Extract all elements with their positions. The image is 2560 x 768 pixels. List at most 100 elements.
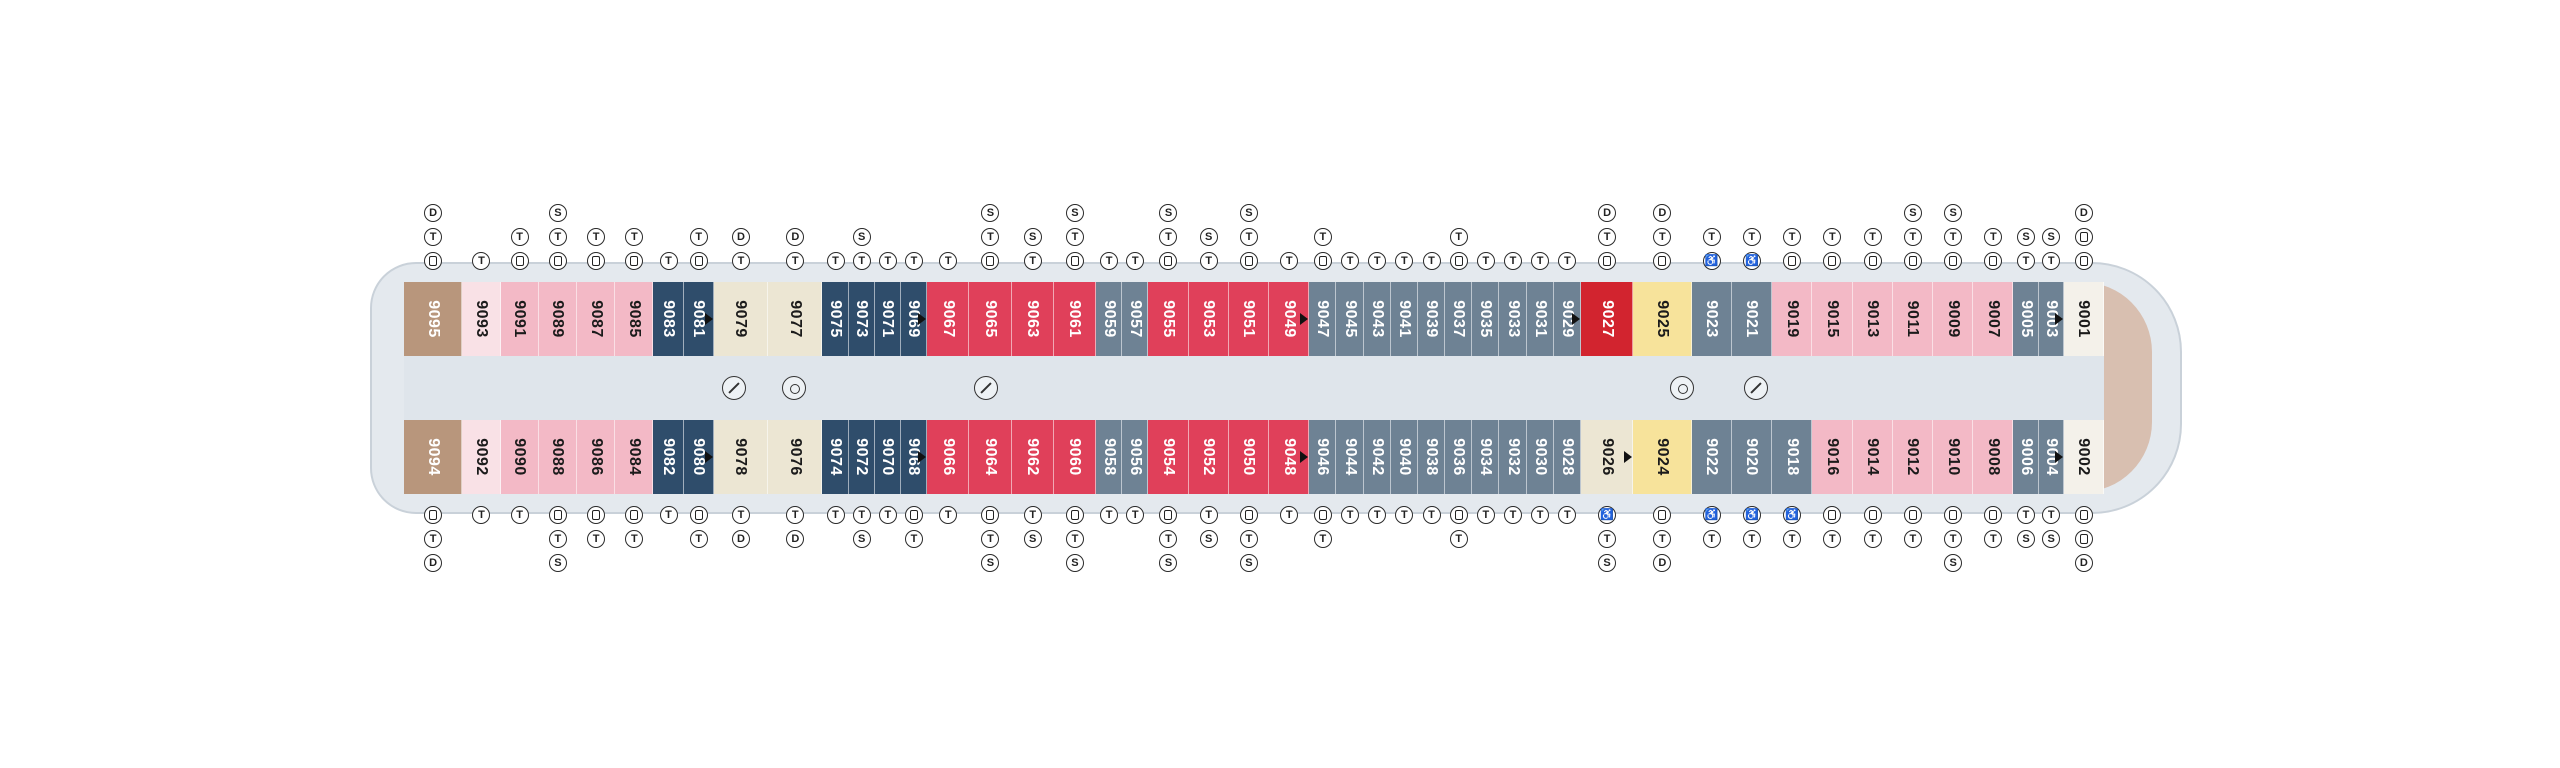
cabin-9070[interactable]: 9070: [874, 420, 901, 494]
cabin-9052[interactable]: 9052: [1188, 420, 1229, 494]
accessible-icon: ♿: [1702, 252, 1721, 270]
cabin-number: 9095: [424, 300, 442, 338]
cabin-9029[interactable]: 9029: [1553, 282, 1581, 356]
cabin-9047[interactable]: 9047: [1309, 282, 1337, 356]
cabin-9064[interactable]: 9064: [969, 420, 1012, 494]
cabin-9077[interactable]: 9077: [768, 282, 823, 356]
cabin-9034[interactable]: 9034: [1472, 420, 1500, 494]
cabin-9093[interactable]: 9093: [462, 282, 501, 356]
cabin-9060[interactable]: 9060: [1053, 420, 1097, 494]
cabin-9001[interactable]: 9001: [2063, 282, 2104, 356]
cabin-9022[interactable]: 9022: [1691, 420, 1732, 494]
entrance-arrow-icon: [704, 313, 713, 325]
cabin-9046[interactable]: 9046: [1309, 420, 1337, 494]
cabin-9074[interactable]: 9074: [822, 420, 849, 494]
cabin-9087[interactable]: 9087: [577, 282, 616, 356]
twin-bed-icon: T: [1280, 506, 1299, 524]
cabin-9010[interactable]: 9010: [1932, 420, 1974, 494]
cabin-9031[interactable]: 9031: [1526, 282, 1554, 356]
twin-bed-icon: T: [1476, 252, 1495, 270]
cabin-9044[interactable]: 9044: [1336, 420, 1364, 494]
cabin-9040[interactable]: 9040: [1390, 420, 1418, 494]
twin-bed-icon: T: [1504, 252, 1523, 270]
cabin-number: 9075: [827, 300, 845, 338]
cabin-9032[interactable]: 9032: [1499, 420, 1527, 494]
cabin-9028[interactable]: 9028: [1553, 420, 1581, 494]
cabin-9007[interactable]: 9007: [1973, 282, 2014, 356]
cabin-9078[interactable]: 9078: [713, 420, 769, 494]
cabin-9065[interactable]: 9065: [969, 282, 1012, 356]
cabin-9035[interactable]: 9035: [1472, 282, 1500, 356]
cabin-9045[interactable]: 9045: [1336, 282, 1364, 356]
cabin-9013[interactable]: 9013: [1852, 282, 1893, 356]
cabin-9021[interactable]: 9021: [1731, 282, 1773, 356]
cabin-9066[interactable]: 9066: [927, 420, 970, 494]
cabin-9050[interactable]: 9050: [1228, 420, 1270, 494]
cabin-9086[interactable]: 9086: [577, 420, 616, 494]
cabin-9038[interactable]: 9038: [1417, 420, 1446, 494]
cabin-9075[interactable]: 9075: [822, 282, 849, 356]
cabin-9014[interactable]: 9014: [1852, 420, 1893, 494]
cabin-9039[interactable]: 9039: [1417, 282, 1446, 356]
cabin-9083[interactable]: 9083: [653, 282, 684, 356]
cabin-9089[interactable]: 9089: [538, 282, 577, 356]
cabin-9042[interactable]: 9042: [1363, 420, 1391, 494]
cabin-9019[interactable]: 9019: [1772, 282, 1813, 356]
cabin-9041[interactable]: 9041: [1390, 282, 1418, 356]
cabin-9024[interactable]: 9024: [1633, 420, 1692, 494]
cabin-9061[interactable]: 9061: [1053, 282, 1097, 356]
cabin-9030[interactable]: 9030: [1526, 420, 1554, 494]
cabin-9082[interactable]: 9082: [653, 420, 684, 494]
cabin-9057[interactable]: 9057: [1122, 282, 1149, 356]
cabin-9054[interactable]: 9054: [1148, 420, 1189, 494]
cabin-9018[interactable]: 9018: [1772, 420, 1813, 494]
cabin-9002[interactable]: 9002: [2063, 420, 2104, 494]
cabin-9027[interactable]: 9027: [1580, 282, 1634, 356]
cabin-9072[interactable]: 9072: [848, 420, 875, 494]
shower-icon: [1903, 252, 1922, 270]
cabin-9048[interactable]: 9048: [1269, 420, 1310, 494]
cabin-9067[interactable]: 9067: [927, 282, 970, 356]
cabin-9091[interactable]: 9091: [500, 282, 539, 356]
cabin-9059[interactable]: 9059: [1096, 282, 1123, 356]
cabin-9058[interactable]: 9058: [1096, 420, 1123, 494]
cabin-9005[interactable]: 9005: [2013, 282, 2039, 356]
cabin-9008[interactable]: 9008: [1973, 420, 2014, 494]
cabin-9063[interactable]: 9063: [1011, 282, 1054, 356]
twin-bed-icon: T: [1239, 530, 1258, 548]
cabin-9079[interactable]: 9079: [713, 282, 769, 356]
cabin-9084[interactable]: 9084: [615, 420, 654, 494]
cabin-9037[interactable]: 9037: [1445, 282, 1473, 356]
cabin-9011[interactable]: 9011: [1892, 282, 1933, 356]
cabin-9071[interactable]: 9071: [874, 282, 901, 356]
central-corridor: [404, 356, 2104, 420]
cabin-9073[interactable]: 9073: [848, 282, 875, 356]
cabin-9020[interactable]: 9020: [1731, 420, 1773, 494]
cabin-9088[interactable]: 9088: [538, 420, 577, 494]
twin-bed-icon: T: [852, 252, 871, 270]
cabin-9092[interactable]: 9092: [462, 420, 501, 494]
cabin-9025[interactable]: 9025: [1633, 282, 1692, 356]
cabin-9051[interactable]: 9051: [1228, 282, 1270, 356]
twin-bed-icon: T: [1984, 530, 2003, 548]
cabin-9055[interactable]: 9055: [1148, 282, 1189, 356]
cabin-9036[interactable]: 9036: [1445, 420, 1473, 494]
cabin-9015[interactable]: 9015: [1812, 282, 1853, 356]
cabin-9085[interactable]: 9085: [615, 282, 654, 356]
cabin-9043[interactable]: 9043: [1363, 282, 1391, 356]
cabin-9062[interactable]: 9062: [1011, 420, 1054, 494]
cabin-9023[interactable]: 9023: [1691, 282, 1732, 356]
cabin-9090[interactable]: 9090: [500, 420, 539, 494]
cabin-9076[interactable]: 9076: [768, 420, 823, 494]
cabin-9009[interactable]: 9009: [1932, 282, 1974, 356]
cabin-9068[interactable]: 9068: [900, 420, 928, 494]
cabin-9016[interactable]: 9016: [1812, 420, 1853, 494]
cabin-9012[interactable]: 9012: [1892, 420, 1933, 494]
cabin-9033[interactable]: 9033: [1499, 282, 1527, 356]
cabin-9003[interactable]: 9003: [2038, 282, 2064, 356]
cabin-9056[interactable]: 9056: [1122, 420, 1149, 494]
cabin-9053[interactable]: 9053: [1188, 282, 1229, 356]
cabin-9095[interactable]: 9095: [404, 282, 463, 356]
cabin-9094[interactable]: 9094: [404, 420, 463, 494]
cabin-9006[interactable]: 9006: [2013, 420, 2039, 494]
